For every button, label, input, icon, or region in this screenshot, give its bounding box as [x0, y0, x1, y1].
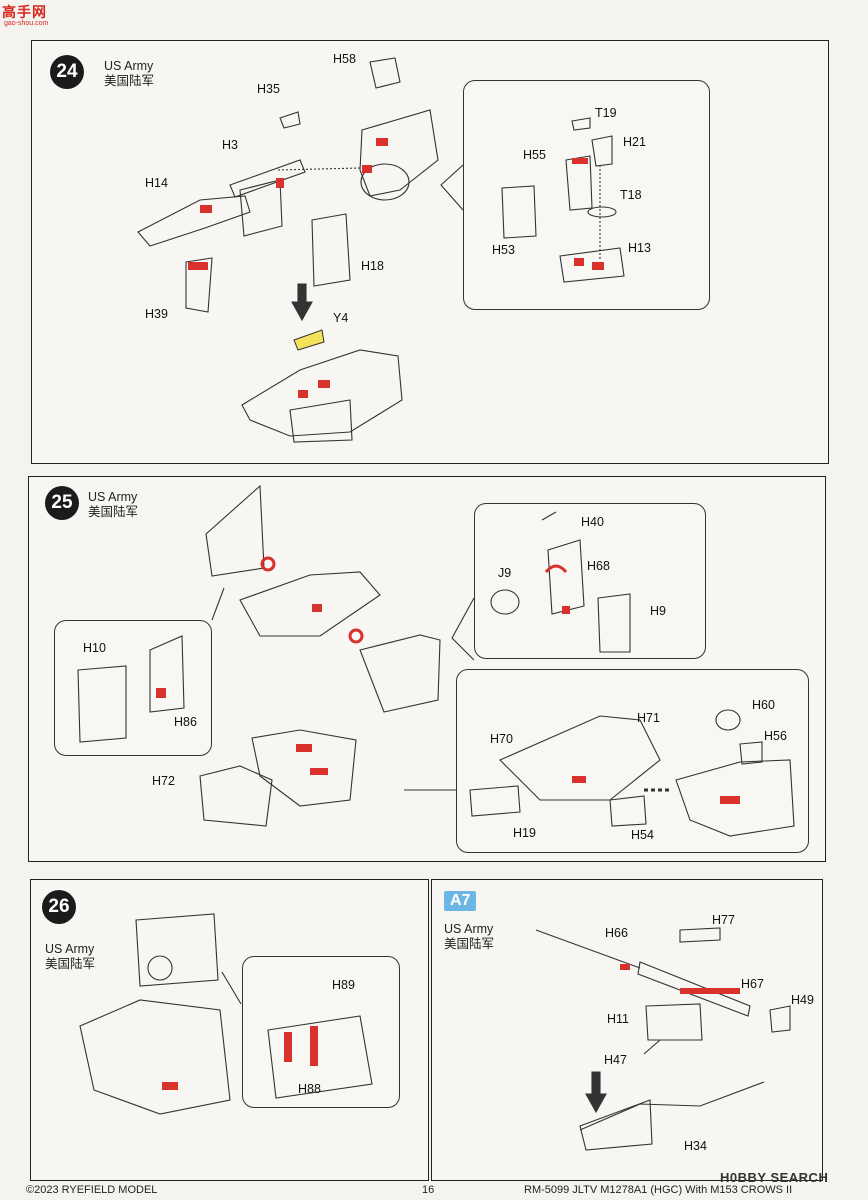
- label-H40: H40: [581, 515, 604, 529]
- label-H58: H58: [333, 52, 356, 66]
- label-H34: H34: [684, 1139, 707, 1153]
- label-H70: H70: [490, 732, 513, 746]
- a7-panel: [431, 879, 823, 1181]
- label-H86: H86: [174, 715, 197, 729]
- label-H13: H13: [628, 241, 651, 255]
- label-H14: H14: [145, 176, 168, 190]
- step-26-number: 26: [42, 890, 76, 924]
- label-H21: H21: [623, 135, 646, 149]
- label-H54: H54: [631, 828, 654, 842]
- label-H19: H19: [513, 826, 536, 840]
- label-H88: H88: [298, 1082, 321, 1096]
- label-H67: H67: [741, 977, 764, 991]
- label-H3: H3: [222, 138, 238, 152]
- watermark-logo: 高手网: [2, 4, 47, 20]
- label-H18: H18: [361, 259, 384, 273]
- label-H89: H89: [332, 978, 355, 992]
- step-24-number: 24: [50, 55, 84, 89]
- label-H60: H60: [752, 698, 775, 712]
- label-H55: H55: [523, 148, 546, 162]
- label-H72: H72: [152, 774, 175, 788]
- label-H10: H10: [83, 641, 106, 655]
- a7-badge: A7: [444, 891, 477, 911]
- label-H11: H11: [607, 1012, 630, 1026]
- watermark-source: H0BBY SEARCH: [720, 1170, 829, 1185]
- label-H71: H71: [637, 711, 660, 725]
- step-25-number: 25: [45, 486, 79, 520]
- label-T19: T19: [595, 106, 617, 120]
- footer-title: RM-5099 JLTV M1278A1 (HGC) With M153 CRO…: [524, 1184, 793, 1196]
- footer-copyright: ©2023 RYEFIELD MODEL: [26, 1184, 158, 1196]
- label-H39: H39: [145, 307, 168, 321]
- step-25-callout-top: [474, 503, 706, 659]
- label-H66: H66: [605, 926, 628, 940]
- label-H35: H35: [257, 82, 280, 96]
- label-H9: H9: [650, 604, 666, 618]
- step-25-callout-bottom: [456, 669, 809, 853]
- label-H68: H68: [587, 559, 610, 573]
- footer-page-number: 16: [422, 1184, 435, 1196]
- label-H56: H56: [764, 729, 787, 743]
- watermark-url: gao-shou.com: [4, 20, 49, 27]
- label-J9: J9: [498, 566, 512, 580]
- step-25-callout-left: [54, 620, 212, 756]
- label-H77: H77: [712, 913, 735, 927]
- label-H49: H49: [791, 993, 814, 1007]
- label-H53: H53: [492, 243, 515, 257]
- label-Y4: Y4: [333, 311, 349, 325]
- label-H47: H47: [604, 1053, 627, 1067]
- label-T18: T18: [620, 188, 642, 202]
